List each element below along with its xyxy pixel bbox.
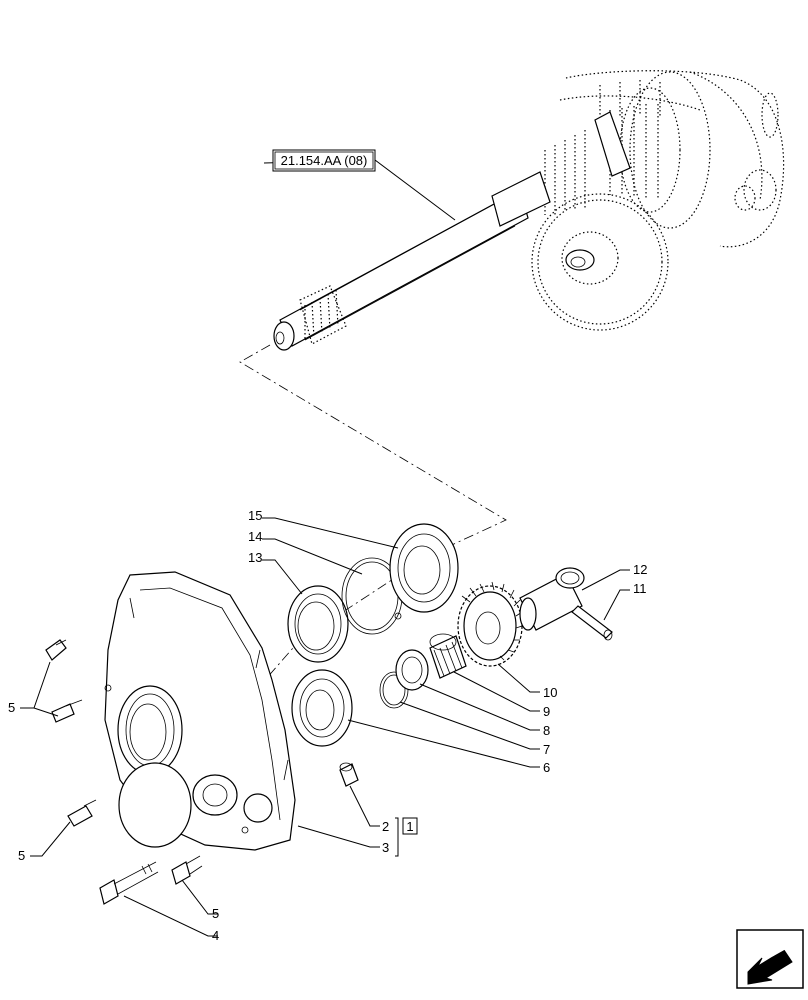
ball-bearing-upper [389, 523, 459, 613]
bolt-upper-1 [45, 639, 67, 661]
bolt-upper-2 [51, 699, 83, 723]
callout-5-lower: 5 [212, 906, 219, 921]
callout-7: 7 [543, 742, 550, 757]
transmission-housing-phantom [559, 70, 785, 248]
callout-14: 14 [248, 529, 262, 544]
callout-13: 13 [248, 550, 262, 565]
idler-gear [457, 581, 523, 667]
callout-8: 8 [543, 723, 550, 738]
ball-bearing-lower [291, 669, 353, 747]
thrust-washer [395, 649, 429, 691]
dowel-pin [339, 762, 359, 787]
large-gear-phantom [531, 193, 669, 331]
cover-housing [104, 571, 296, 851]
idler-shaft [519, 567, 585, 631]
callout-3: 3 [382, 840, 389, 855]
bolt-short [171, 855, 203, 885]
needle-bearing [429, 633, 467, 679]
roll-pin [571, 605, 613, 641]
callout-6: 6 [543, 760, 550, 775]
callout-1: 1 [406, 819, 413, 834]
bolt-long [99, 861, 159, 905]
leader-lines [20, 159, 630, 937]
callout-5-middle: 5 [18, 848, 25, 863]
callout-labels: 15 14 13 12 11 10 9 8 7 6 2 3 5 5 5 4 1 [8, 508, 647, 943]
callout-5-upper: 5 [8, 700, 15, 715]
reference-label: 21.154.AA (08) [281, 153, 368, 168]
reference-link[interactable]: 21.154.AA (08) [272, 149, 376, 172]
clutch-pack-phantom [544, 71, 711, 229]
callout-12: 12 [633, 562, 647, 577]
callout-2: 2 [382, 819, 389, 834]
output-shaft [273, 111, 631, 351]
arrow-back-icon[interactable] [736, 929, 804, 989]
centerline [229, 344, 507, 721]
callout-4: 4 [212, 928, 219, 943]
callout-9: 9 [543, 704, 550, 719]
callout-15: 15 [248, 508, 262, 523]
callout-10: 10 [543, 685, 557, 700]
bolt-mid [67, 799, 97, 827]
callout-11: 11 [633, 581, 647, 596]
oil-seal [287, 585, 349, 663]
